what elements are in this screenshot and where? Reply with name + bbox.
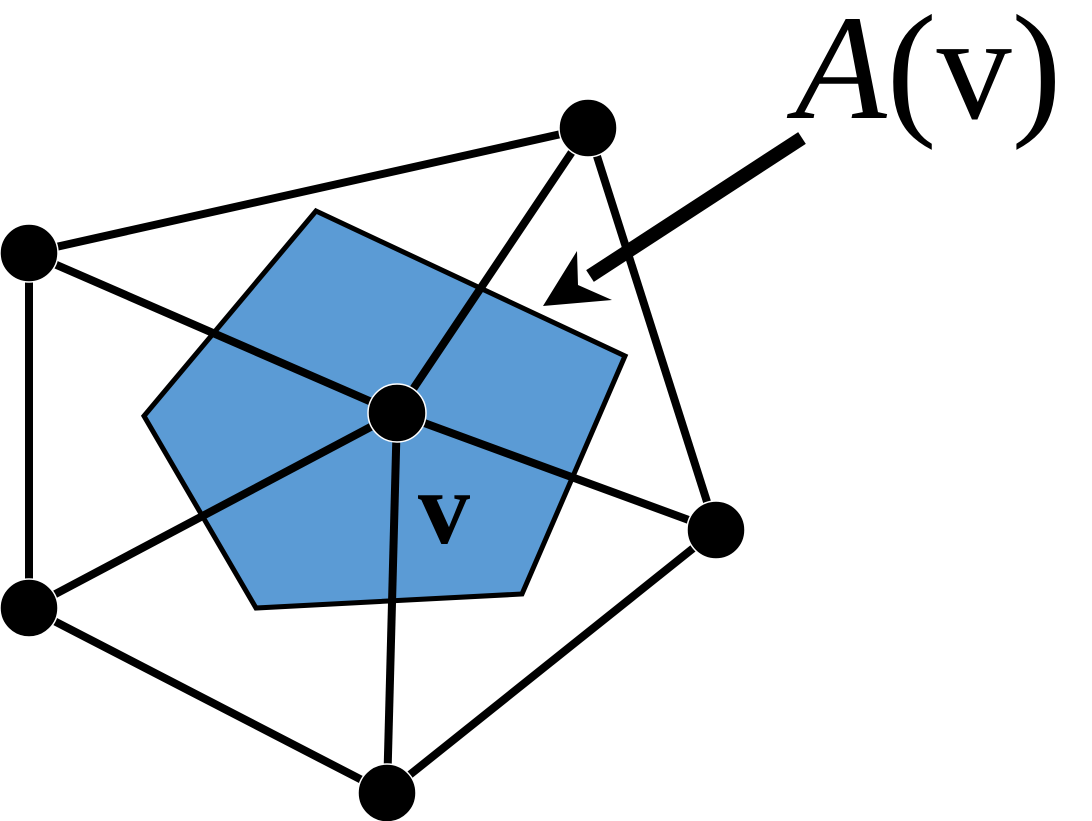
spoke-edges <box>27 125 718 794</box>
area-label-italic: A <box>786 0 888 151</box>
spoke-v-n4 <box>383 412 401 794</box>
spoke-v-n2 <box>27 249 399 417</box>
spoke-v-n3 <box>27 409 399 612</box>
edge-n5-n1 <box>584 126 720 532</box>
vertices <box>0 98 746 821</box>
center-vertex-label: v <box>418 451 470 566</box>
edge-n1-n2 <box>28 124 589 257</box>
pointer-arrow-icon <box>543 132 806 306</box>
vertex-n2 <box>0 223 59 283</box>
edge-n3-n4 <box>27 604 389 797</box>
area-label: A(v) <box>786 0 1062 151</box>
vertex-n5 <box>686 500 746 560</box>
edge-n4-n5 <box>384 526 719 797</box>
spoke-v-n1 <box>393 125 592 416</box>
spoke-v-n5 <box>395 409 718 534</box>
vertex-n4 <box>357 763 417 821</box>
vertex-center-v <box>367 383 427 443</box>
vertex-n3 <box>0 578 59 638</box>
area-label-rest: (v) <box>887 0 1062 151</box>
outer-edges <box>25 124 720 797</box>
vertex-n1 <box>558 98 618 158</box>
